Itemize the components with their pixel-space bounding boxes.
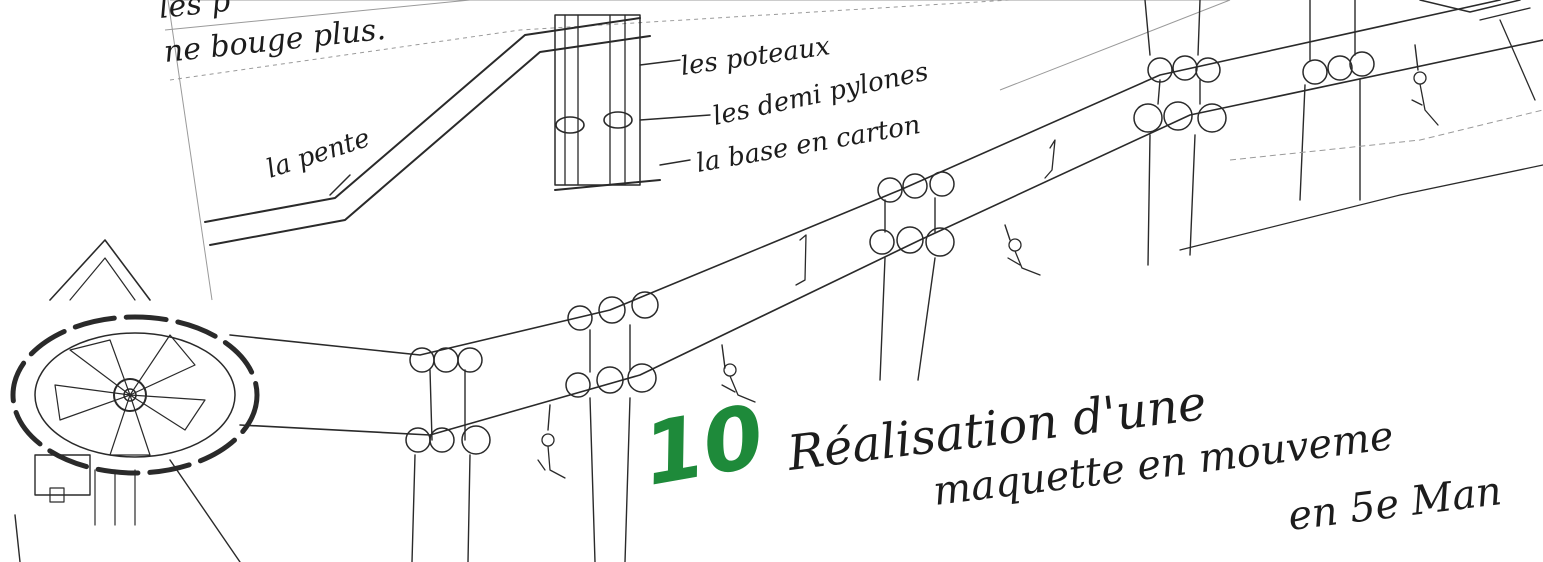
label-pente: la pente (263, 123, 374, 185)
top-note: les p ne bouge plus. (157, 0, 387, 70)
gondola-1 (538, 405, 565, 478)
station-roof (50, 240, 150, 300)
pylon-3 (870, 172, 954, 380)
caption: Réalisation d'une maquette en mouveme en… (784, 375, 1505, 540)
pylon-4 (1134, 0, 1226, 265)
gondola-4 (1412, 45, 1438, 125)
pylon-diagram (555, 15, 710, 190)
label-poteaux: les poteaux (679, 31, 832, 82)
grade-stamp: 10 (636, 386, 771, 505)
caption-line3: en 5e Man (1286, 468, 1505, 540)
drive-wheel (13, 317, 257, 562)
pylon-1 (406, 348, 490, 562)
gondola-3 (1005, 225, 1040, 275)
top-note-line1: les p (157, 0, 232, 26)
upper-station (1230, 0, 1543, 160)
